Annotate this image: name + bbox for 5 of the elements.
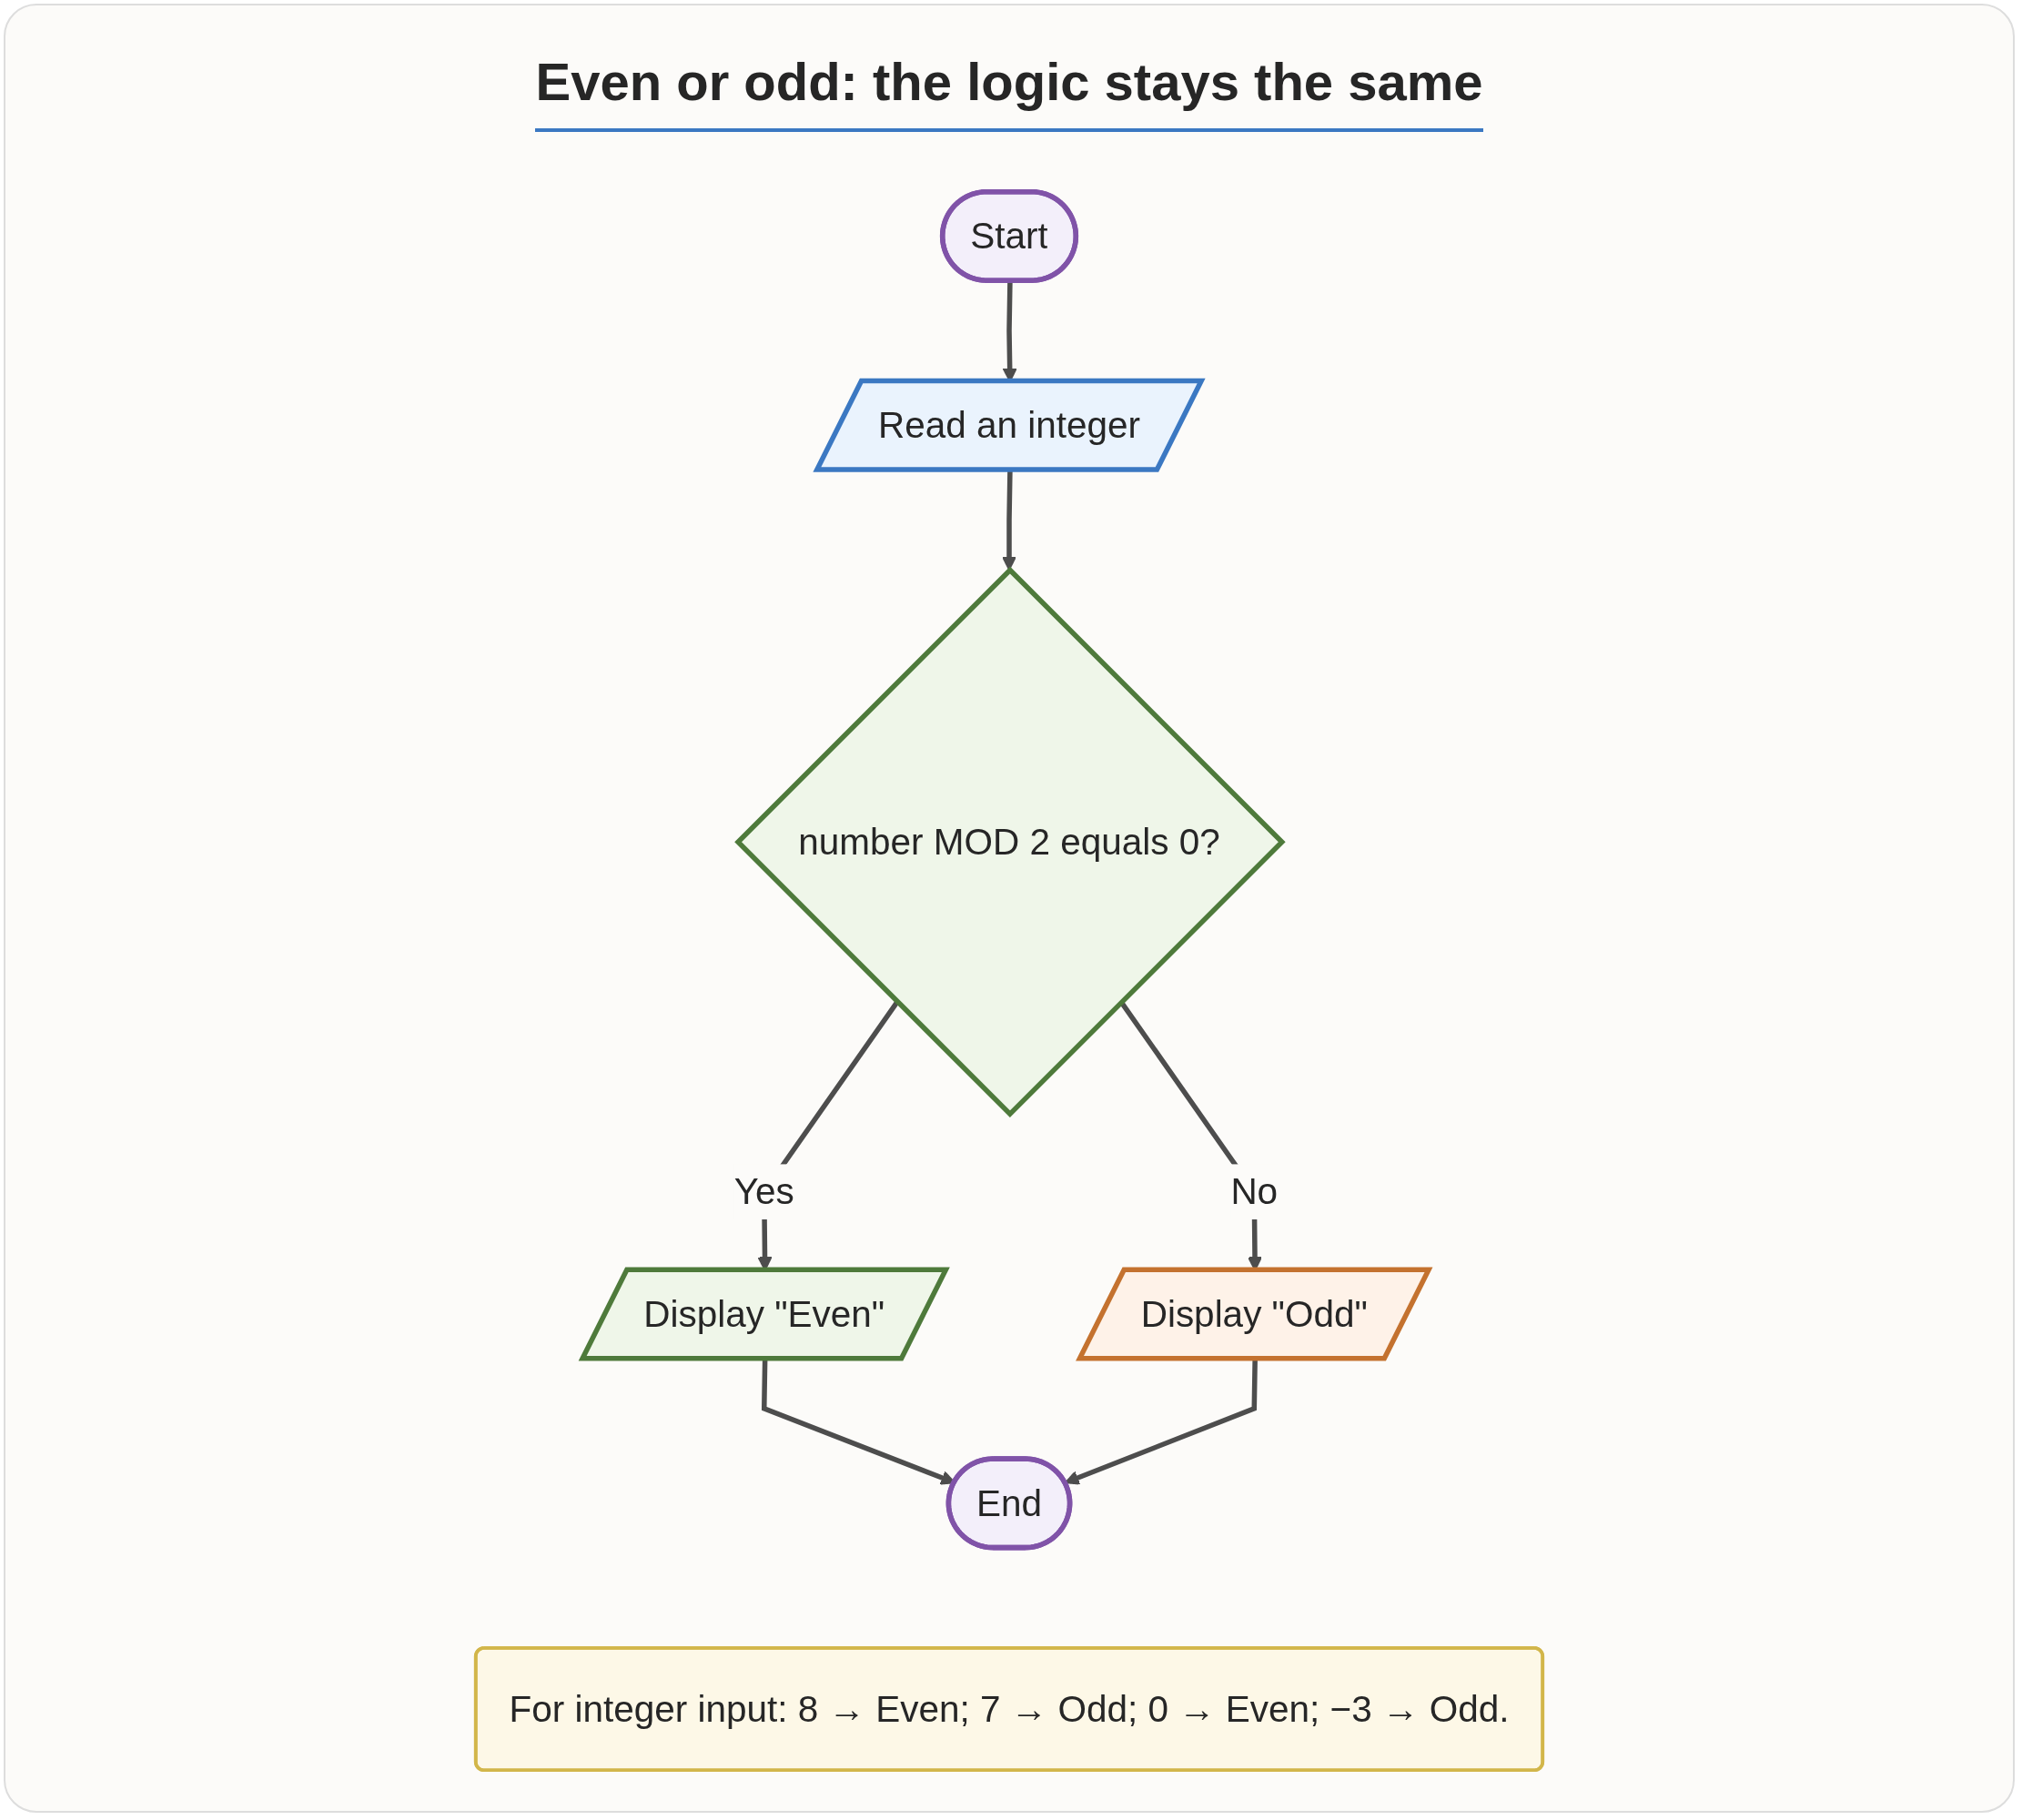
- edge-label: No: [1230, 1170, 1279, 1213]
- arrow: [1001, 470, 1017, 571]
- node-diamond: number MOD 2 equals 0?: [734, 566, 1286, 1118]
- diagram-title: Even or odd: the logic stays the same: [535, 51, 1483, 132]
- edge-label: Yes: [733, 1170, 794, 1213]
